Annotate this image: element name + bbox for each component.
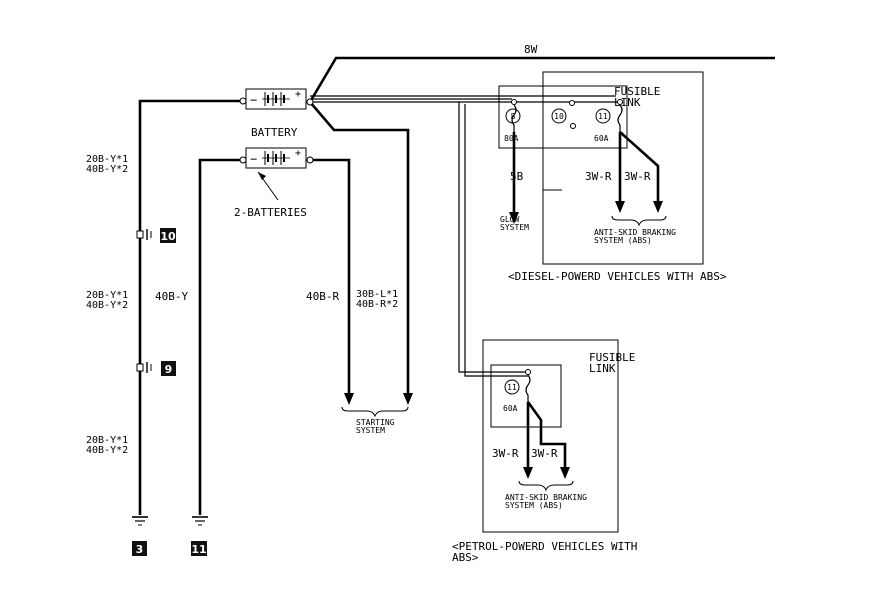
- abs-bottom-label: ANTI-SKID BRAKING SYSTEM (ABS): [505, 494, 587, 510]
- svg-text:−: −: [250, 152, 257, 166]
- petrol-fusible-link-label: FUSIBLE LINK: [589, 352, 636, 375]
- fuse-8-number: 8: [511, 112, 516, 121]
- connector-9-label: 9: [165, 363, 173, 376]
- battery-label: BATTERY: [251, 126, 298, 139]
- svg-text:−: −: [250, 93, 257, 107]
- glow-system-label: GLOW SYSTEM: [500, 216, 529, 232]
- svg-text:+: +: [295, 148, 301, 159]
- wire-left-3-label: 20B-Y*1 40B-Y*2: [86, 436, 129, 456]
- abs-top-label: ANTI-SKID BRAKING SYSTEM (ABS): [594, 229, 676, 245]
- diesel-fusible-link-label: FUSIBLE LINK: [614, 86, 661, 109]
- ground-3-badge: 3: [132, 541, 147, 556]
- main-wires: [138, 56, 775, 515]
- ground-symbols: [132, 516, 208, 526]
- connector-10-badge: 10: [160, 228, 176, 243]
- ground-11-label: 11: [191, 543, 206, 556]
- starting-system-arrows: [341, 393, 413, 418]
- connector-9-badge: 9: [161, 361, 176, 376]
- fuse-11-top-number: 11: [598, 112, 608, 121]
- feeder-wires: [310, 95, 620, 377]
- petrol-fusible-link: [482, 339, 619, 533]
- wire-3wr-c-label: 3W-R: [492, 447, 519, 460]
- diesel-caption: <DIESEL-POWERD VEHICLES WITH ABS>: [508, 270, 727, 283]
- wire-3wr-b-label: 3W-R: [624, 170, 651, 183]
- wire-40by-label: 40B-Y: [155, 290, 188, 303]
- battery-symbol: − +: [239, 88, 314, 110]
- wire-3wr-d-label: 3W-R: [531, 447, 558, 460]
- petrol-caption: <PETROL-POWERD VEHICLES WITH ABS>: [452, 541, 638, 564]
- wire-left-2-label: 20B-Y*1 40B-Y*2: [86, 291, 129, 311]
- fuse-11-top-rating: 60A: [594, 134, 609, 143]
- wire-3wr-a-label: 3W-R: [585, 170, 612, 183]
- wire-5b-label: 5B: [510, 170, 524, 183]
- ground-11-badge: 11: [191, 541, 207, 556]
- diesel-fusible-link: [498, 71, 704, 265]
- fuse-8-rating: 80A: [504, 134, 519, 143]
- fuse-10-number: 10: [554, 112, 564, 121]
- second-battery-symbol: − +: [239, 147, 314, 201]
- top-wire-label: 8W: [524, 43, 538, 56]
- wire-30bl-label: 30B-L*1 40B-R*2: [356, 290, 399, 310]
- wire-40br-label: 40B-R: [306, 290, 339, 303]
- starting-system-label: STARTING SYSTEM: [356, 419, 395, 435]
- connector-10-label: 10: [160, 230, 176, 243]
- svg-text:+: +: [295, 89, 301, 100]
- fuse-11-bottom-rating: 60A: [503, 404, 518, 413]
- inline-connectors: [136, 229, 152, 373]
- ground-3-label: 3: [136, 543, 144, 556]
- two-batteries-label: 2-BATTERIES: [234, 206, 307, 219]
- fuse-11-bottom-number: 11: [507, 383, 517, 392]
- wire-left-1-label: 20B-Y*1 40B-Y*2: [86, 155, 129, 175]
